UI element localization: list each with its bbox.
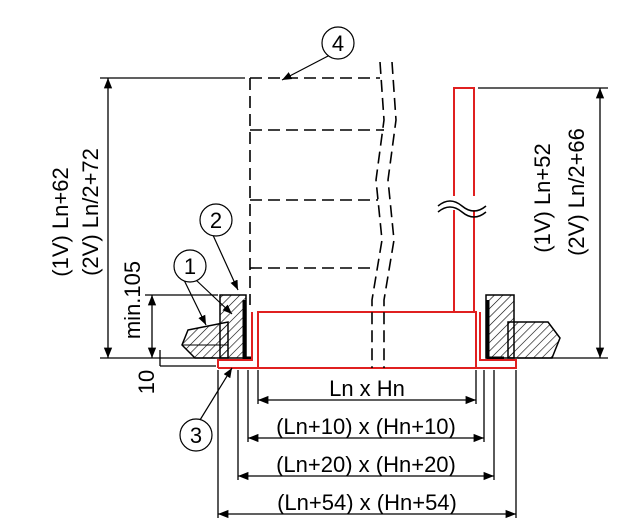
callout-leaders <box>183 54 331 421</box>
dim-ln54-hn54: (Ln+54) x (Hn+54) <box>277 490 457 515</box>
dim-ln-hn: Ln x Hn <box>329 376 405 401</box>
mounting-frame-left <box>219 294 252 360</box>
callout-2: 2 <box>199 203 233 237</box>
svg-text:1: 1 <box>184 254 196 279</box>
svg-text:4: 4 <box>332 31 344 56</box>
callout-1: 1 <box>173 249 207 283</box>
svg-text:2: 2 <box>210 208 222 233</box>
dim-right-height-1v: (1V) Ln+52 <box>530 143 555 252</box>
dim-lines-horizontal <box>217 370 517 519</box>
dim-ln10-hn10: (Ln+10) x (Hn+10) <box>276 414 456 439</box>
dim-left-height-1v: (1V) Ln+62 <box>48 167 73 276</box>
dashed-duct <box>249 61 397 368</box>
svg-text:3: 3 <box>190 423 202 448</box>
dim-min-105: min.105 <box>120 261 145 339</box>
chimney-break <box>437 196 487 218</box>
wall-right <box>507 321 561 359</box>
dim-ten: 10 <box>134 370 159 394</box>
dim-ln20-hn20: (Ln+20) x (Hn+20) <box>276 452 456 477</box>
callout-4: 4 <box>321 26 355 60</box>
callout-3: 3 <box>179 418 213 452</box>
dim-left-height-2v: (2V) Ln/2+72 <box>78 148 103 276</box>
dim-lines-vertical <box>100 77 608 367</box>
mounting-frame-right <box>485 294 515 360</box>
dim-right-height-2v: (2V) Ln/2+66 <box>564 128 589 256</box>
